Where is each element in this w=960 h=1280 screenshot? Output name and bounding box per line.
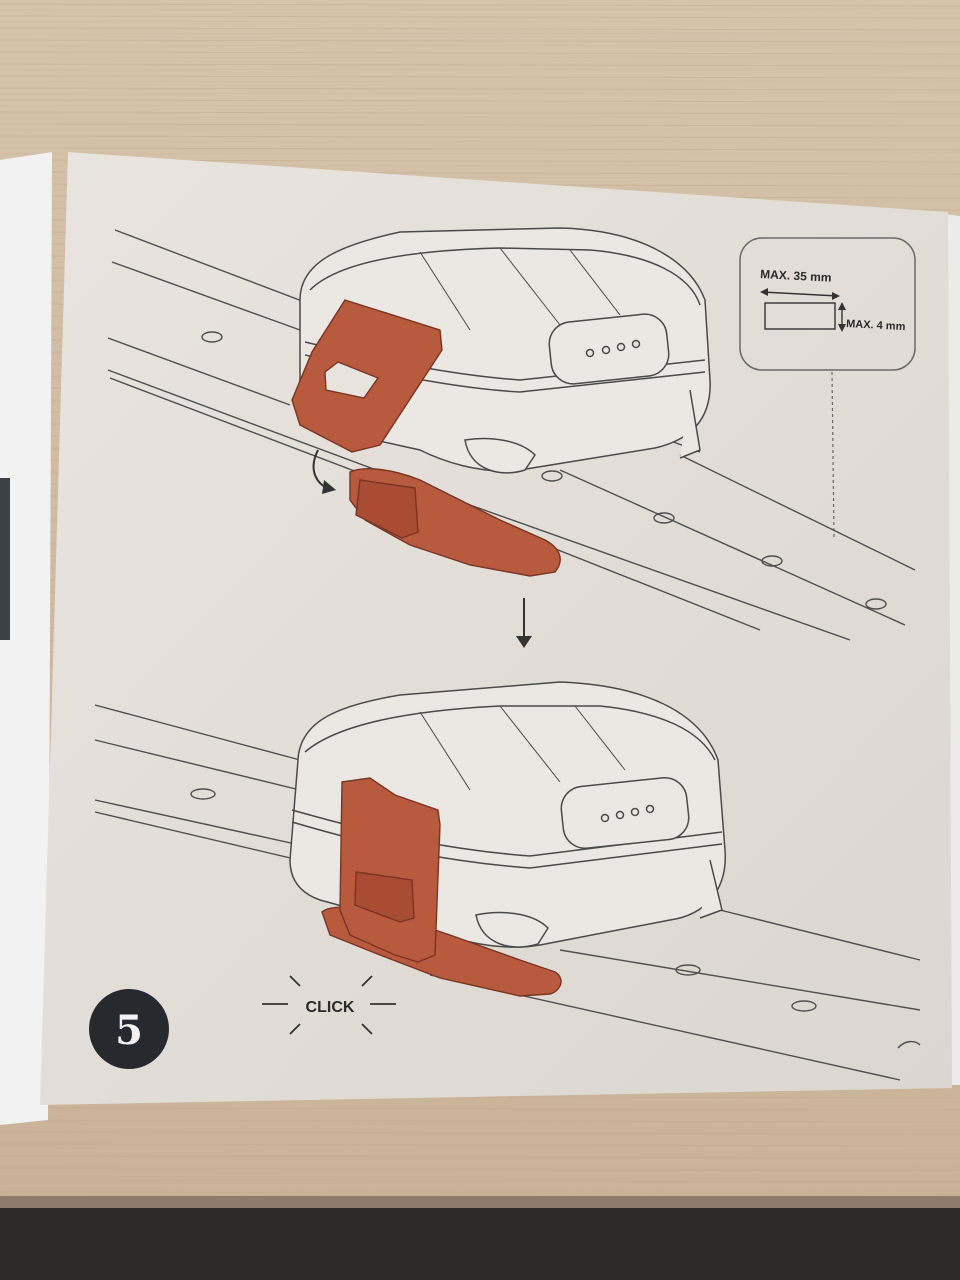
max-length-label: MAX. 35 mm (760, 267, 832, 285)
clip-locked-bottom (321, 777, 562, 997)
left-page-image-edge (0, 478, 10, 640)
length-arrow (761, 291, 839, 297)
callout-leader (831, 371, 835, 539)
dimension-callout (739, 237, 916, 539)
tag-outline (764, 302, 836, 330)
step-badge (89, 989, 169, 1069)
left-page (0, 152, 52, 1125)
rotate-arrow-head (322, 480, 336, 494)
max-thickness-label: MAX. 4 mm (846, 318, 906, 333)
click-burst (262, 975, 396, 1035)
step-number: 5 (115, 1007, 143, 1054)
clip-open-top (291, 299, 561, 577)
down-arrow-head (516, 636, 532, 648)
click-label: CLICK (306, 999, 355, 1016)
case-window-bottom (560, 777, 690, 849)
